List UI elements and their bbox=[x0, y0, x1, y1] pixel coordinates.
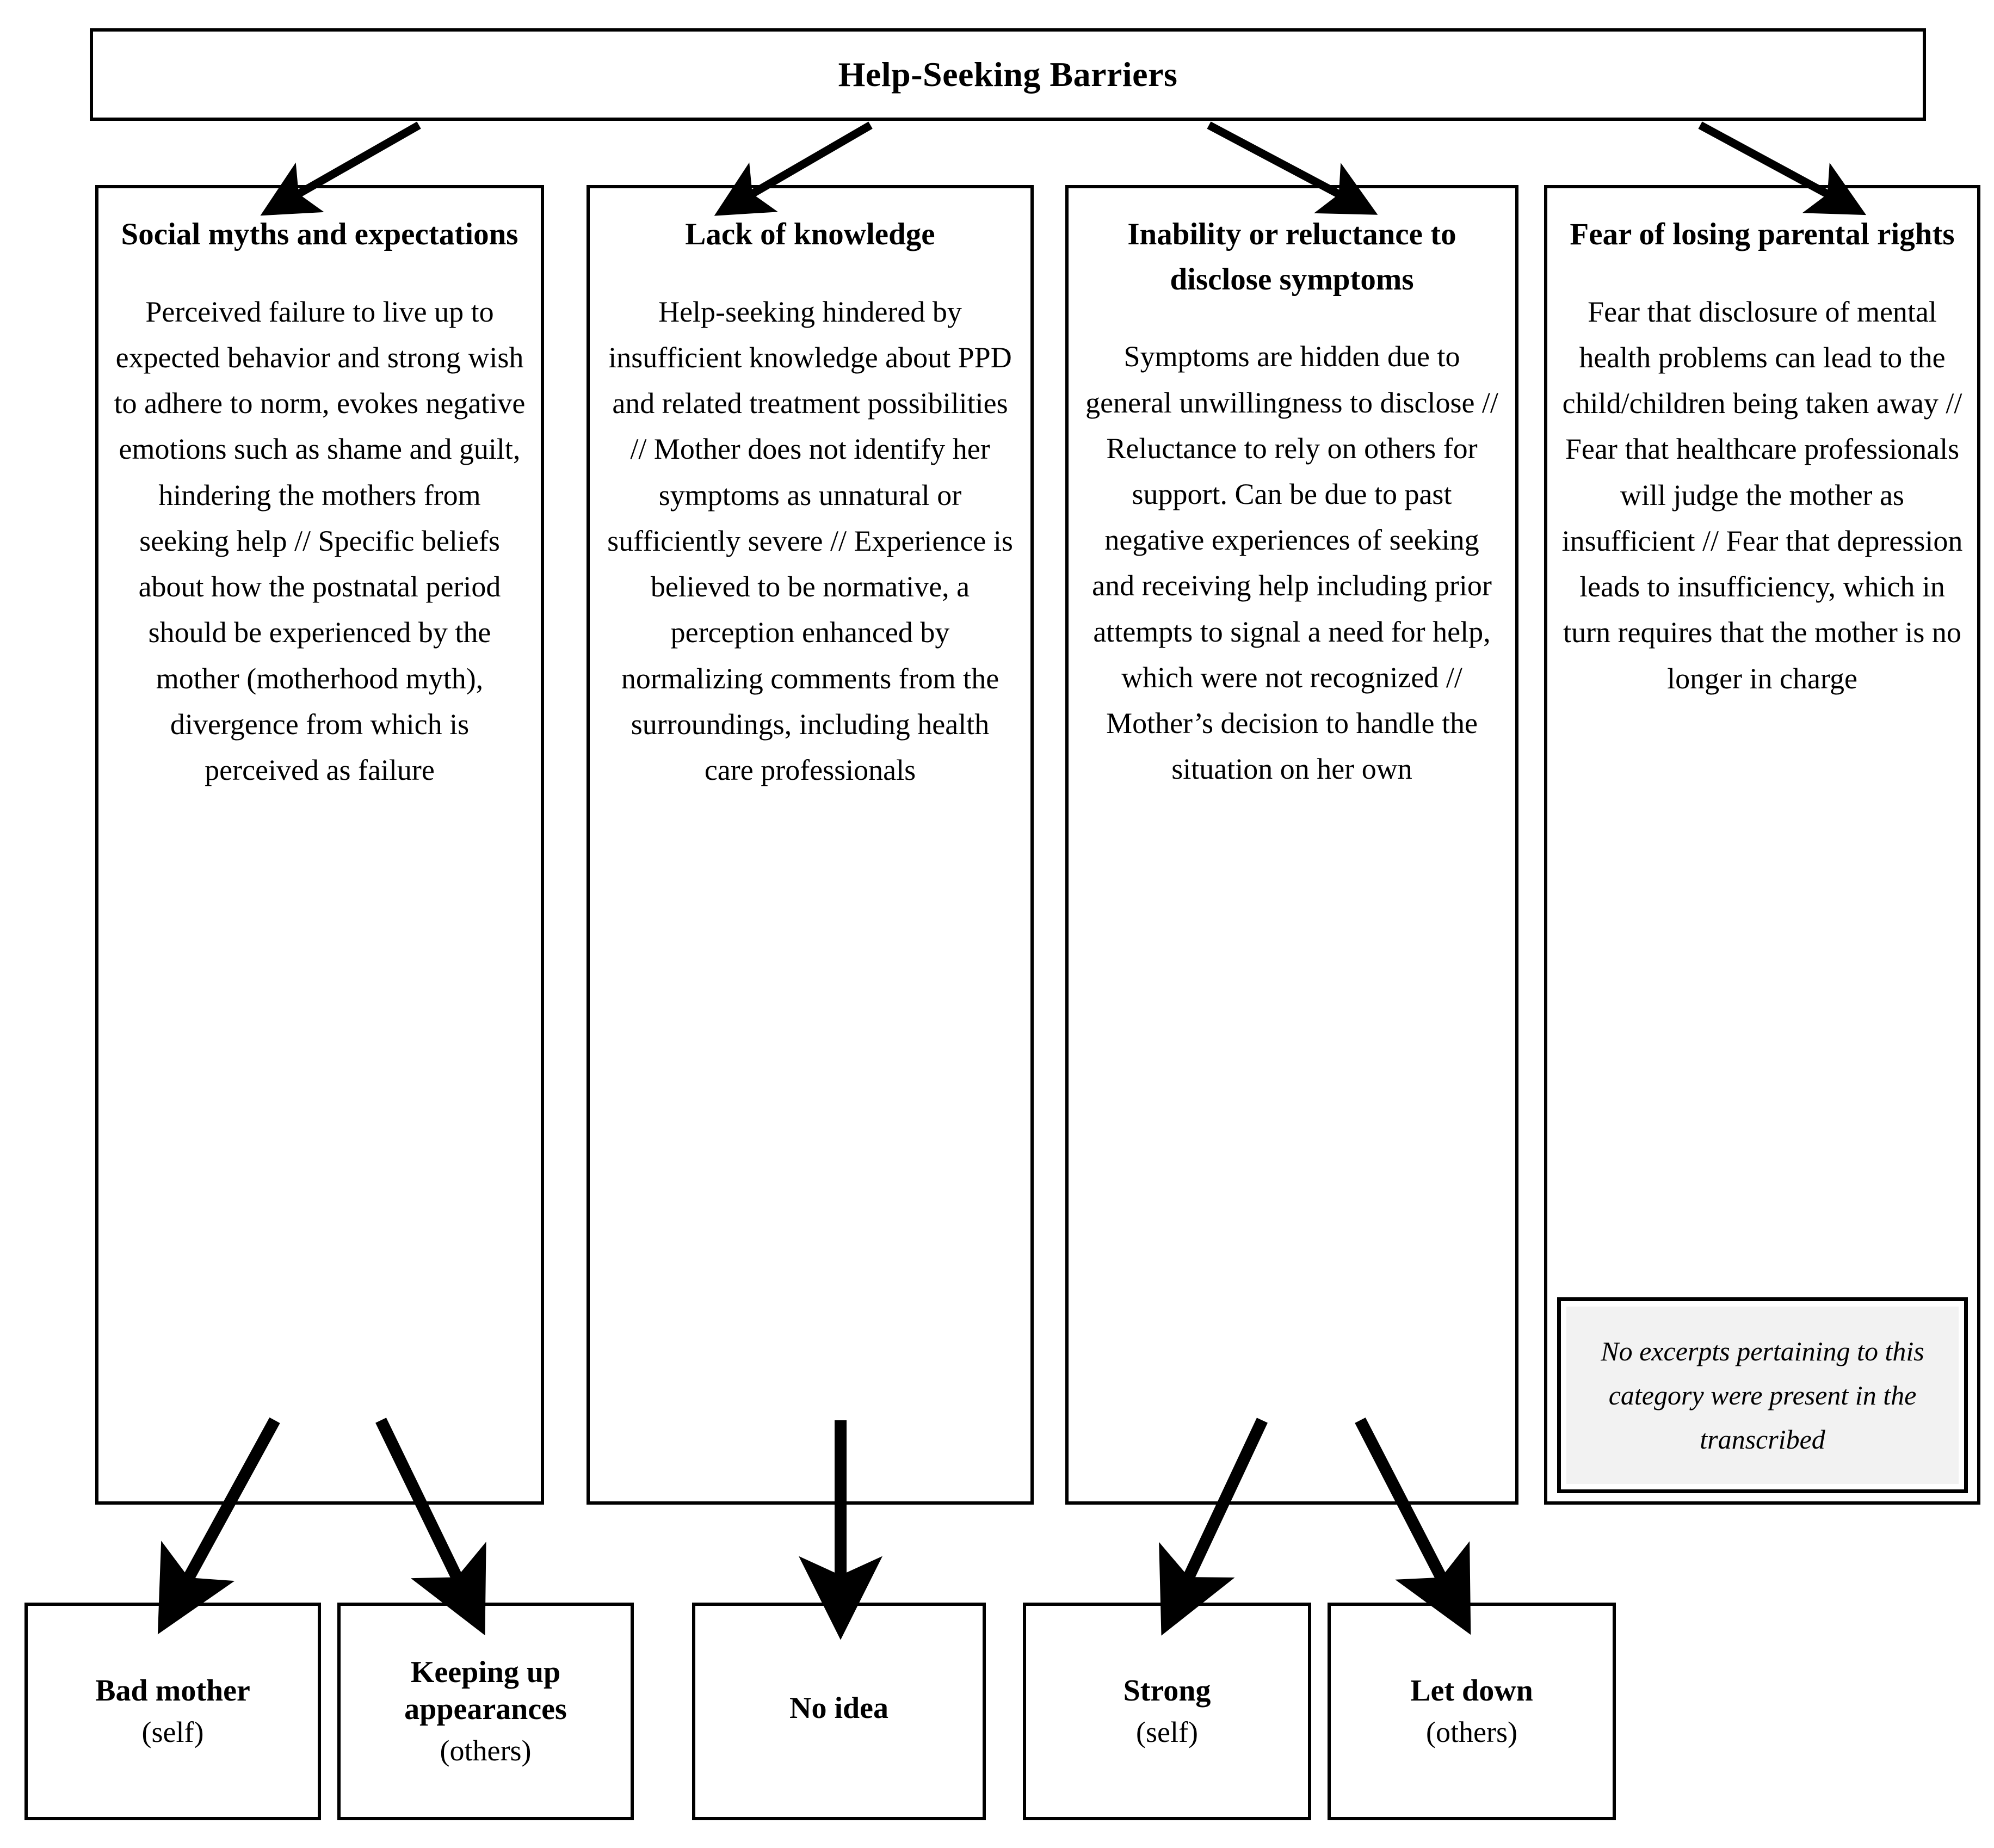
category-heading: Social myths and expectations bbox=[121, 217, 518, 251]
outcome-title: No idea bbox=[789, 1691, 888, 1726]
category-description: Perceived failure to live up to expected… bbox=[114, 295, 526, 786]
outcome-box-strong: Strong (self) bbox=[1023, 1603, 1311, 1820]
outcome-subtitle: (others) bbox=[1426, 1716, 1517, 1749]
outcome-title: Bad mother bbox=[95, 1674, 250, 1708]
outcome-box-bad-mother: Bad mother (self) bbox=[24, 1603, 321, 1820]
outcome-subtitle: (self) bbox=[1136, 1716, 1198, 1749]
no-excerpts-note-text: No excerpts pertaining to this category … bbox=[1601, 1335, 1924, 1455]
category-box-social-myths: Social myths and expectations Perceived … bbox=[95, 185, 544, 1505]
category-box-fear-of-losing-rights: Fear of losing parental rights Fear that… bbox=[1544, 185, 1980, 1505]
no-excerpts-note-box: No excerpts pertaining to this category … bbox=[1557, 1297, 1968, 1493]
diagram-title-box: Help-Seeking Barriers bbox=[90, 28, 1926, 121]
category-description: Help-seeking hindered by insufficient kn… bbox=[607, 295, 1013, 786]
page-title: Help-Seeking Barriers bbox=[838, 54, 1178, 94]
category-heading: Inability or reluctance to disclose symp… bbox=[1127, 217, 1456, 297]
outcome-box-no-idea: No idea bbox=[692, 1603, 986, 1820]
outcome-title: Strong bbox=[1123, 1674, 1211, 1708]
category-heading: Lack of knowledge bbox=[685, 217, 935, 251]
no-excerpts-note-fill: No excerpts pertaining to this category … bbox=[1566, 1307, 1959, 1484]
category-box-inability-to-disclose: Inability or reluctance to disclose symp… bbox=[1065, 185, 1518, 1505]
category-box-lack-of-knowledge: Lack of knowledge Help-seeking hindered … bbox=[587, 185, 1034, 1505]
outcome-box-keeping-up-appearances: Keeping up appearances (others) bbox=[337, 1603, 634, 1820]
outcome-subtitle: (self) bbox=[141, 1716, 204, 1749]
category-description: Fear that disclosure of mental health pr… bbox=[1561, 295, 1963, 695]
outcome-subtitle: (others) bbox=[440, 1734, 532, 1767]
outcome-title: Let down bbox=[1410, 1674, 1533, 1708]
outcome-title: Keeping up appearances bbox=[404, 1655, 567, 1726]
outcome-box-let-down: Let down (others) bbox=[1328, 1603, 1616, 1820]
category-heading: Fear of losing parental rights bbox=[1570, 217, 1955, 251]
category-description: Symptoms are hidden due to general unwil… bbox=[1085, 340, 1498, 786]
